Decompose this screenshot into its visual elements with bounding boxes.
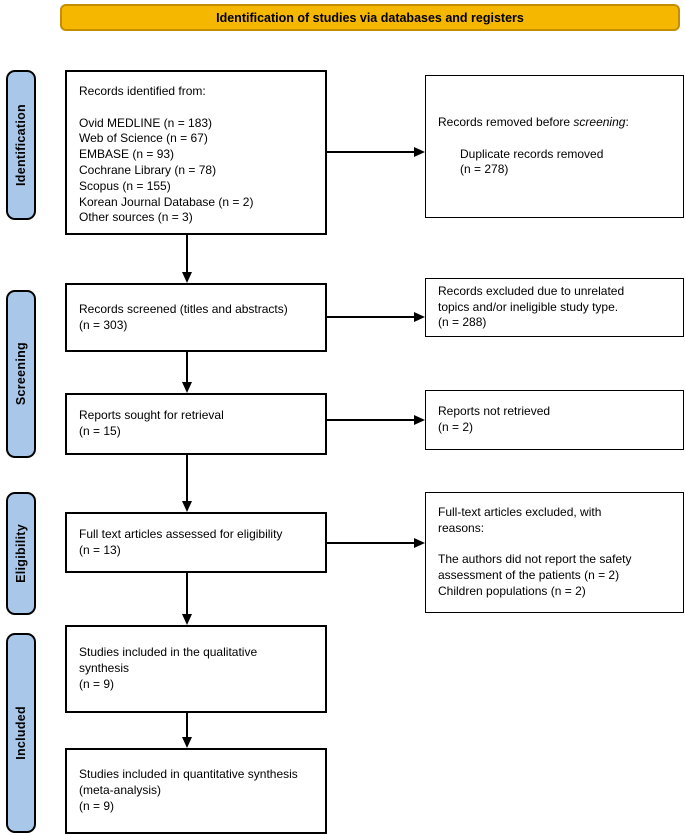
box-line: Web of Science (n = 67): [79, 131, 208, 146]
box-line: (n = 278): [460, 162, 509, 177]
box-records-screened: Records screened (titles and abstracts) …: [65, 283, 327, 352]
box-line: Reports sought for retrieval: [79, 408, 224, 423]
stage-included-label: Included: [14, 706, 28, 760]
arrow-right-assessed-to-fulltext-excluded: [327, 542, 414, 544]
box-line: Full-text articles excluded, with: [438, 505, 602, 519]
arrow-down-sought-to-assessed: [186, 455, 188, 501]
stage-identification: Identification: [6, 70, 36, 220]
stage-screening-label: Screening: [14, 342, 28, 406]
box-line: synthesis: [79, 661, 130, 676]
heading-prefix: Records removed before: [438, 114, 574, 129]
box-line: Korean Journal Database (n = 2): [79, 194, 254, 209]
box-line: Children populations (n = 2): [438, 583, 586, 598]
box-line: (n = 9): [79, 676, 115, 691]
stage-eligibility-label: Eligibility: [14, 524, 28, 583]
stage-identification-label: Identification: [14, 104, 28, 186]
box-line: Scopus (n = 155): [79, 178, 171, 193]
box-line: Duplicate records removed: [460, 146, 604, 161]
box-line: reasons:: [438, 520, 485, 535]
box-qualitative-included: Studies included in the qualitative synt…: [65, 625, 327, 713]
box-line: topics and/or ineligible study type.: [438, 299, 619, 314]
box-line: (n = 288): [438, 315, 487, 330]
box-line: (n = 9): [79, 798, 115, 813]
box-line: (n = 303): [79, 317, 128, 332]
box-line: Cochrane Library (n = 78): [79, 162, 217, 177]
arrow-right-identified-to-removed: [327, 151, 414, 153]
box-quantitative-included: Studies included in quantitative synthes…: [65, 748, 327, 834]
heading-italic: screening: [573, 114, 626, 129]
box-line: The authors did not report the safety: [438, 552, 632, 567]
arrow-down-assessed-to-qualitative: [186, 573, 188, 614]
box-line: Studies included in the qualitative: [79, 645, 258, 660]
arrow-right-sought-to-not-retrieved: [327, 419, 414, 421]
box-line: Records screened (titles and abstracts): [79, 301, 288, 316]
stage-screening: Screening: [6, 290, 36, 458]
box-line: (meta-analysis): [79, 783, 162, 798]
box-line: EMBASE (n = 93): [79, 147, 175, 162]
box-reports-sought: Reports sought for retrieval (n = 15): [65, 393, 327, 455]
box-line: Reports not retrieved: [438, 404, 551, 419]
box-records-removed: Records removed before screening: Duplic…: [425, 75, 684, 218]
arrow-down-identified-to-screened: [186, 235, 188, 272]
box-line: [438, 537, 671, 553]
box-line: (n = 2): [438, 420, 474, 434]
box-line: [79, 100, 313, 116]
box-reports-not-retrieved: Reports not retrieved (n = 2): [425, 390, 684, 450]
box-fulltext-excluded: Full-text articles excluded, with reason…: [425, 492, 684, 613]
arrow-right-screened-to-excluded: [327, 316, 414, 318]
heading-suffix: :: [625, 114, 629, 129]
box-line: Records identified from:: [79, 84, 206, 98]
banner-title: Identification of studies via databases …: [216, 10, 524, 25]
box-line: Other sources (n = 3): [79, 210, 193, 225]
box-line: (n = 15): [79, 424, 121, 438]
banner: Identification of studies via databases …: [60, 4, 680, 31]
stage-included: Included: [6, 633, 36, 833]
box-line-spacer: [438, 131, 671, 147]
box-line: assessment of the patients (n = 2): [438, 568, 620, 583]
box-records-identified: Records identified from: Ovid MEDLINE (n…: [65, 70, 327, 235]
box-line: Records removed before screening:: [438, 115, 671, 131]
box-records-excluded: Records excluded due to unrelated topics…: [425, 278, 684, 337]
box-line: Ovid MEDLINE (n = 183): [79, 115, 213, 130]
box-line: Studies included in quantitative synthes…: [79, 767, 298, 782]
stage-eligibility: Eligibility: [6, 492, 36, 615]
arrow-down-screened-to-sought: [186, 352, 188, 382]
box-line: Records excluded due to unrelated: [438, 283, 625, 298]
box-line: Full text articles assessed for eligibil…: [79, 526, 283, 541]
box-fulltext-assessed: Full text articles assessed for eligibil…: [65, 512, 327, 573]
arrow-down-qualitative-to-quantitative: [186, 713, 188, 737]
box-line: (n = 13): [79, 542, 121, 557]
